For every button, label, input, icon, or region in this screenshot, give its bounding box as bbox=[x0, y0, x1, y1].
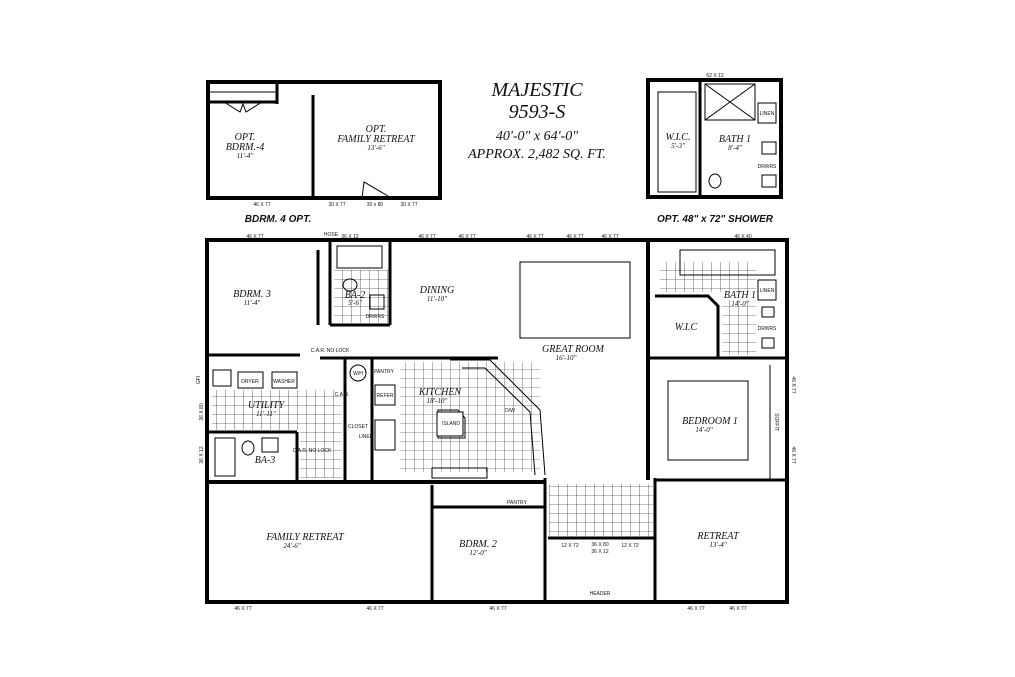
room-ba2: BA-2 bbox=[345, 290, 366, 301]
window-label: 46 X 77 bbox=[687, 606, 704, 612]
linen-label: LINEN bbox=[760, 288, 775, 294]
door-label: 30 x 80 bbox=[367, 202, 384, 208]
window-label: 46 X 77 bbox=[458, 234, 475, 240]
room-wic: W.I.C bbox=[675, 322, 698, 333]
window-label: 36 X 12 bbox=[341, 234, 358, 240]
pantry-label: PANTRY bbox=[507, 500, 527, 506]
car-label: C.A.R. bbox=[335, 392, 350, 398]
room-kitchen: KITCHEN bbox=[418, 387, 463, 398]
window-label: 46 X 77 bbox=[366, 606, 383, 612]
closet-label: CLOSET bbox=[348, 424, 368, 430]
window-label: 12 X 72 bbox=[621, 543, 638, 549]
room-family-retreat-dim: 24'-6" bbox=[283, 542, 300, 550]
window-label: 46 X 77 bbox=[729, 606, 746, 612]
room-great-room: GREAT ROOM bbox=[542, 344, 605, 355]
window-label: 46 X 77 bbox=[253, 202, 270, 208]
window-label: 46 X 77 bbox=[234, 606, 251, 612]
window-label: 30 X 77 bbox=[328, 202, 345, 208]
opt-wic-dim: 5'-3" bbox=[671, 142, 685, 150]
room-dining: DINING bbox=[419, 285, 454, 296]
opt-bath1-label: BATH 1 bbox=[719, 134, 751, 145]
linen-label: LINEN bbox=[760, 111, 775, 117]
drawers-label: DRWRS bbox=[366, 314, 385, 320]
room-bath1: BATH 1 bbox=[724, 290, 756, 301]
pantry-label: PANTRY bbox=[374, 369, 394, 375]
car-no-lock-label: C.A.R. NO LOCK bbox=[293, 448, 332, 454]
opt-bdrm4-dim: 11'-4" bbox=[237, 152, 254, 160]
room-bedroom1: BEDROOM 1 bbox=[682, 416, 738, 427]
main-plan-walls bbox=[205, 238, 789, 604]
room-bdrm3-dim: 11'-4" bbox=[244, 299, 261, 307]
room-bath1-dim: 14'-0" bbox=[731, 300, 748, 308]
opt-bdrm4-plan bbox=[206, 80, 442, 200]
room-family-retreat: FAMILY RETREAT bbox=[265, 532, 345, 543]
drawers-label: DRWRS bbox=[758, 326, 777, 332]
car-no-lock-label: C.A.R. NO LOCK bbox=[311, 348, 350, 354]
room-utility: UTILITY bbox=[248, 400, 286, 411]
dishwasher-label: D/W bbox=[505, 408, 515, 414]
model-number: 9593-S bbox=[509, 101, 566, 123]
opt-bdrm4-label-2: BDRM.-4 bbox=[226, 142, 265, 153]
room-dining-dim: 11'-10" bbox=[427, 295, 447, 303]
opt-family-retreat-label: OPT. bbox=[366, 124, 387, 135]
tile-floor bbox=[212, 262, 756, 536]
kitchen-island bbox=[436, 411, 464, 437]
washer-label: WASHER bbox=[273, 379, 295, 385]
window-label: 30 X 77 bbox=[400, 202, 417, 208]
drawers-label: DRWRS bbox=[758, 164, 777, 170]
door-label: 36 X 80 bbox=[199, 403, 205, 420]
room-ba2-dim: 5'-6" bbox=[348, 299, 362, 307]
opt-bath1-dim: 8'-4" bbox=[728, 144, 742, 152]
square-footage: APPROX. 2,482 SQ. FT. bbox=[467, 147, 606, 162]
opt-family-retreat-dim: 13'-6" bbox=[367, 144, 384, 152]
bdrm4-caption: BDRM. 4 OPT. bbox=[245, 214, 311, 225]
opt-wic-label: W.I.C. bbox=[666, 132, 691, 143]
room-bdrm3: BDRM. 3 bbox=[233, 289, 271, 300]
dryer-label: DRYER bbox=[241, 379, 259, 385]
hose-label: HOSE bbox=[324, 232, 339, 238]
room-kitchen-dim: 18'-10" bbox=[427, 397, 448, 405]
window-label: 46 X 77 bbox=[790, 446, 796, 463]
window-label: 46 X 77 bbox=[489, 606, 506, 612]
header-label: HEADER bbox=[590, 591, 611, 597]
door-label: 36 X 80 bbox=[591, 542, 608, 548]
window-label: 36 X 12 bbox=[591, 549, 608, 555]
window-label: 62 X 12 bbox=[706, 73, 723, 79]
bed-outline bbox=[667, 380, 749, 461]
gfi-label: GFI bbox=[196, 376, 202, 384]
room-retreat: RETREAT bbox=[696, 531, 740, 542]
room-utility-dim: 11'-11" bbox=[256, 410, 276, 418]
window-label: 46 X 40 bbox=[734, 234, 751, 240]
window-label: 46 X 77 bbox=[526, 234, 543, 240]
opt-bdrm4-label: OPT. bbox=[235, 132, 256, 143]
model-name: MAJESTIC bbox=[490, 79, 583, 101]
soffit-label: SOFFIT bbox=[773, 413, 779, 431]
window-label: 46 X 77 bbox=[418, 234, 435, 240]
room-ba3: BA-3 bbox=[255, 455, 276, 466]
room-bdrm2: BDRM. 2 bbox=[459, 539, 497, 550]
dimensions: 40'-0" x 64'-0" bbox=[496, 129, 578, 144]
room-great-room-dim: 16'-10" bbox=[556, 354, 577, 362]
water-heater-label: W/H bbox=[353, 371, 363, 377]
linen-label: LINEN bbox=[359, 434, 374, 440]
window-label: 36 X 12 bbox=[199, 446, 205, 463]
room-retreat-dim: 13'-4" bbox=[709, 541, 726, 549]
window-label: 46 X 77 bbox=[601, 234, 618, 240]
shower-caption: OPT. 48" x 72" SHOWER bbox=[657, 214, 774, 225]
window-label: 46 X 77 bbox=[790, 376, 796, 393]
island-label: ISLAND bbox=[442, 421, 460, 427]
window-label: 12 X 72 bbox=[561, 543, 578, 549]
room-bedroom1-dim: 14'-0" bbox=[695, 426, 712, 434]
window-label: 46 X 77 bbox=[566, 234, 583, 240]
refrigerator-label: REFER bbox=[377, 393, 394, 399]
opt-shower-plan bbox=[646, 78, 783, 199]
room-bdrm2-dim: 12'-0" bbox=[469, 549, 486, 557]
opt-family-retreat-label-2: FAMILY RETREAT bbox=[336, 134, 416, 145]
window-label: 46 X 77 bbox=[246, 234, 263, 240]
